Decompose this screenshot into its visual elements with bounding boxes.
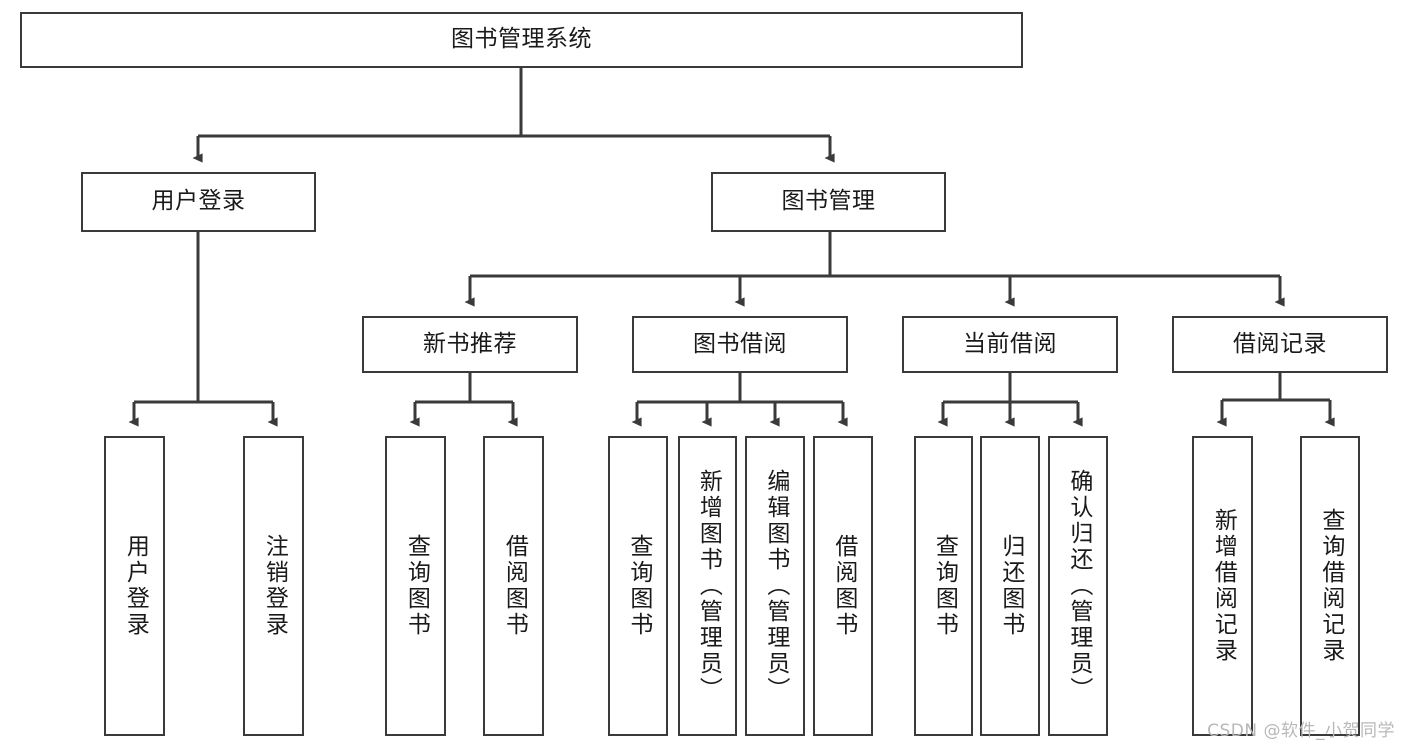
node-borrow-record[interactable]: 借阅记录	[1172, 316, 1388, 373]
leaf-user-login-login[interactable]: 用户登录	[104, 436, 165, 736]
watermark-text: CSDN @软件_小贺同学	[1207, 721, 1395, 741]
leaf-current-borrow-confirm-return[interactable]: 确认归还（管理员）	[1048, 436, 1108, 736]
leaf-borrow-record-add[interactable]: 新增借阅记录	[1192, 436, 1253, 736]
leaf-book-borrow-query[interactable]: 查询图书	[608, 436, 668, 736]
node-book-management[interactable]: 图书管理	[711, 172, 946, 232]
node-book-borrow[interactable]: 图书借阅	[632, 316, 848, 373]
leaf-current-borrow-query[interactable]: 查询图书	[914, 436, 973, 736]
node-user-login[interactable]: 用户登录	[81, 172, 316, 232]
leaf-book-borrow-edit[interactable]: 编辑图书（管理员）	[745, 436, 805, 736]
node-new-book-recommend[interactable]: 新书推荐	[362, 316, 578, 373]
leaf-current-borrow-return[interactable]: 归还图书	[980, 436, 1040, 736]
leaf-user-login-logout[interactable]: 注销登录	[243, 436, 304, 736]
node-current-borrow[interactable]: 当前借阅	[902, 316, 1118, 373]
leaf-book-borrow-add[interactable]: 新增图书（管理员）	[678, 436, 737, 736]
node-root-system[interactable]: 图书管理系统	[20, 12, 1023, 68]
leaf-new-book-query[interactable]: 查询图书	[385, 436, 446, 736]
leaf-borrow-record-query[interactable]: 查询借阅记录	[1300, 436, 1360, 736]
leaf-new-book-borrow[interactable]: 借阅图书	[483, 436, 544, 736]
leaf-book-borrow-lend[interactable]: 借阅图书	[813, 436, 873, 736]
